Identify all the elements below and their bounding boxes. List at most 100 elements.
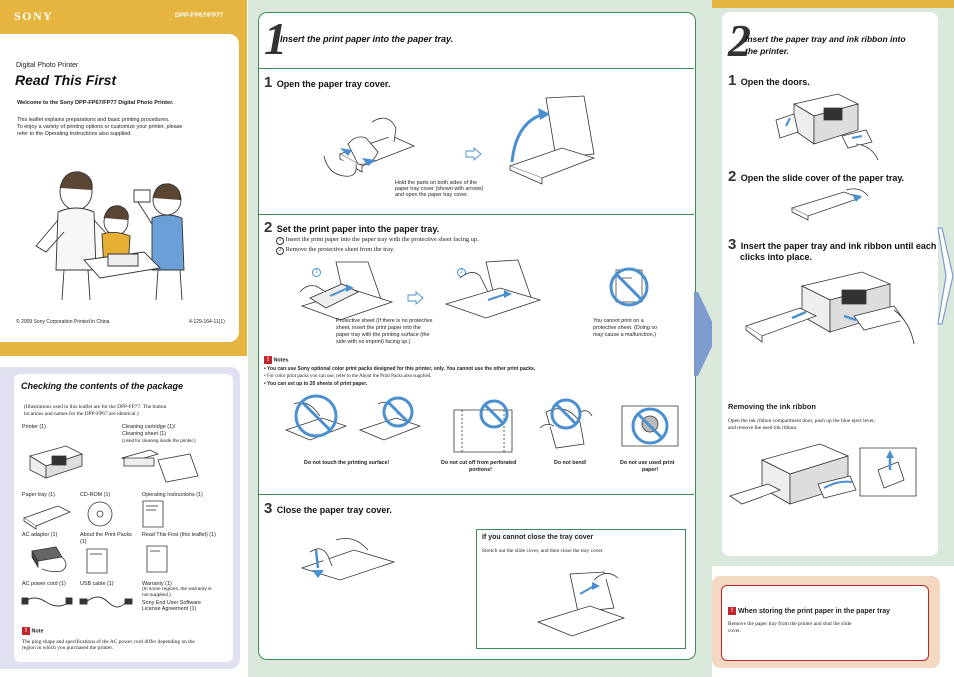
print-packs-illustration bbox=[86, 548, 108, 574]
open-doors-illustration bbox=[776, 90, 880, 162]
manual-illustration bbox=[142, 500, 164, 528]
step-title: Open the slide cover of the paper tray. bbox=[740, 173, 905, 183]
package-item-label: About the Print Packs bbox=[80, 532, 132, 538]
package-title: Checking the contents of the package bbox=[21, 381, 184, 391]
dont-cut-label-2: portions! bbox=[469, 467, 492, 473]
storing-card bbox=[721, 585, 929, 661]
package-note-1: (Illustrations used in this leaflet are … bbox=[24, 404, 167, 410]
package-note-title: ! Note bbox=[22, 627, 43, 635]
warning-icon: ! bbox=[22, 627, 30, 635]
storing-text-1: Remove the paper tray from the printer a… bbox=[728, 621, 852, 627]
step1-caption-1: Hold the parts on both sides of the bbox=[395, 180, 478, 186]
package-note-label: Note bbox=[31, 628, 44, 635]
dont-touch-label: Do not touch the printing surface! bbox=[304, 460, 390, 466]
warning-icon: ! bbox=[728, 607, 736, 615]
package-item-label: CD-ROM (1) bbox=[80, 492, 111, 498]
cannot-close-box bbox=[476, 529, 686, 649]
step2-caption-4: side with no imprint) facing up.) bbox=[336, 339, 411, 345]
remove-sheet-illustration bbox=[440, 258, 544, 324]
step2-sub-b: 2 Remove the protective sheet from the t… bbox=[276, 246, 394, 255]
step2-sub-b-text: Remove the protective sheet from the tra… bbox=[285, 246, 395, 253]
paper-tray-illustration bbox=[22, 502, 72, 528]
step-number: 1 bbox=[728, 72, 737, 89]
notes-title: ! Notes bbox=[264, 356, 288, 364]
note-2: • For color print packs you can use, ref… bbox=[264, 374, 432, 379]
package-item-label: not supplied.) bbox=[142, 593, 171, 598]
family-illustration bbox=[24, 160, 204, 305]
no-bend-illustration bbox=[536, 392, 596, 454]
package-item-label: Read This First (this leaflet) (1) bbox=[142, 532, 216, 538]
package-item-label: Cleaning sheet (1) bbox=[122, 431, 167, 437]
storing-title-text: When storing the print paper in the pape… bbox=[737, 607, 891, 615]
step-number: 2 bbox=[728, 168, 737, 185]
step-title: Open the paper tray cover. bbox=[276, 79, 391, 89]
circled-number: 2 bbox=[276, 247, 284, 255]
step1-caption-3: and open the paper tray cover. bbox=[395, 192, 469, 198]
step-title: Close the paper tray cover. bbox=[276, 505, 392, 515]
brand-logo: SONY bbox=[14, 9, 54, 23]
step-number: 3 bbox=[264, 500, 273, 517]
open-slide-cover-illustration bbox=[790, 186, 872, 220]
ac-adaptor-illustration bbox=[22, 545, 72, 573]
cannot-close-title: If you cannot close the tray cover bbox=[482, 534, 594, 541]
no-cut-illustration bbox=[446, 396, 520, 456]
package-item-label: (Used for cleaning inside the printer.) bbox=[122, 438, 196, 443]
arrow-outline-icon bbox=[466, 148, 482, 160]
cleaning-cartridge-illustration bbox=[120, 446, 200, 484]
usb-cable-illustration bbox=[80, 592, 132, 612]
step2-heading: 2 Set the print paper into the paper tra… bbox=[264, 219, 439, 237]
step2-sub-a-text: Insert the print paper into the paper tr… bbox=[285, 236, 479, 243]
next-step-arrow-icon bbox=[694, 292, 718, 376]
package-note-text-1: The plug shape and specifications of the… bbox=[22, 639, 195, 645]
step2-caption-1: Protective sheet (If there is no protect… bbox=[336, 318, 433, 324]
s2-step2-heading: 2 Open the slide cover of the paper tray… bbox=[728, 168, 904, 186]
step2-caption-r3: may cause a malfunction.) bbox=[593, 332, 656, 338]
insert-paper-illustration bbox=[296, 262, 400, 326]
section2-title-2: the printer. bbox=[745, 46, 789, 56]
power-cord-illustration bbox=[22, 592, 72, 612]
step-number: 2 bbox=[264, 219, 273, 236]
step2-caption-r2: protective sheet. (Doing so bbox=[593, 325, 658, 331]
cover-title: Read This First bbox=[15, 72, 117, 88]
close-tray-cover-illustration bbox=[296, 528, 406, 582]
dont-cut-label-1: Do not cut off from perforated bbox=[441, 460, 517, 466]
package-item-label: License Agreement (1) bbox=[142, 606, 197, 612]
section1-divider-1 bbox=[259, 214, 694, 215]
section2-number: 2 bbox=[728, 15, 751, 66]
cover-category: Digital Photo Printer bbox=[16, 62, 79, 69]
cover-part-number: 4-129-164-11(1) bbox=[189, 319, 225, 325]
package-item-label: Printer (1) bbox=[22, 424, 46, 430]
package-item-label: (1) bbox=[80, 539, 87, 545]
open-tray-cover-illustration-b bbox=[496, 92, 606, 188]
step-number: 3 bbox=[728, 236, 737, 253]
printer-illustration bbox=[26, 440, 86, 480]
removing-title: Removing the ink ribbon bbox=[728, 402, 816, 411]
right-edge-strip bbox=[712, 0, 954, 8]
package-item-label: AC adaptor (1) bbox=[22, 532, 58, 538]
section1-number: 1 bbox=[264, 13, 287, 64]
cannot-close-text: Stretch out the slide cover, and then cl… bbox=[482, 548, 604, 554]
package-note-text-2: region in which you purchased the printe… bbox=[22, 645, 114, 651]
step-title: Set the print paper into the paper tray. bbox=[276, 224, 440, 234]
no-touch-illustration bbox=[280, 390, 430, 454]
removing-text-2: and remove the used ink ribbon. bbox=[728, 425, 798, 431]
step2-caption-r1: You cannot print on a bbox=[593, 318, 644, 324]
note-1: • You can use Sony optional color print … bbox=[264, 366, 536, 372]
section2-title-1: Insert the paper tray and ink ribbon int… bbox=[745, 34, 906, 44]
dont-used-label-2: paper! bbox=[642, 467, 659, 473]
no-print-on-sheet-illustration bbox=[608, 264, 650, 310]
stretch-slide-cover-illustration bbox=[534, 564, 630, 644]
package-item-label: (In some regions, the warranty is bbox=[142, 587, 212, 592]
note-3: • You can set up to 20 sheets of print p… bbox=[264, 381, 368, 387]
package-item-label: Cleaning cartridge (1)/ bbox=[122, 424, 176, 430]
cover-intro-1: This leaflet explains preparations and b… bbox=[17, 117, 170, 123]
step-title: Open the doors. bbox=[740, 77, 810, 87]
section1-card bbox=[258, 12, 696, 660]
step2-caption-2: sheet, insert the print paper into the bbox=[336, 325, 421, 331]
leaflet-illustration bbox=[146, 545, 168, 573]
section1-divider-2 bbox=[259, 494, 694, 495]
cover-copyright: © 2009 Sony Corporation Printed in China bbox=[16, 319, 110, 325]
step1-heading: 1 Open the paper tray cover. bbox=[264, 74, 390, 92]
no-used-paper-illustration bbox=[620, 402, 680, 450]
section1-divider-top bbox=[259, 68, 694, 69]
